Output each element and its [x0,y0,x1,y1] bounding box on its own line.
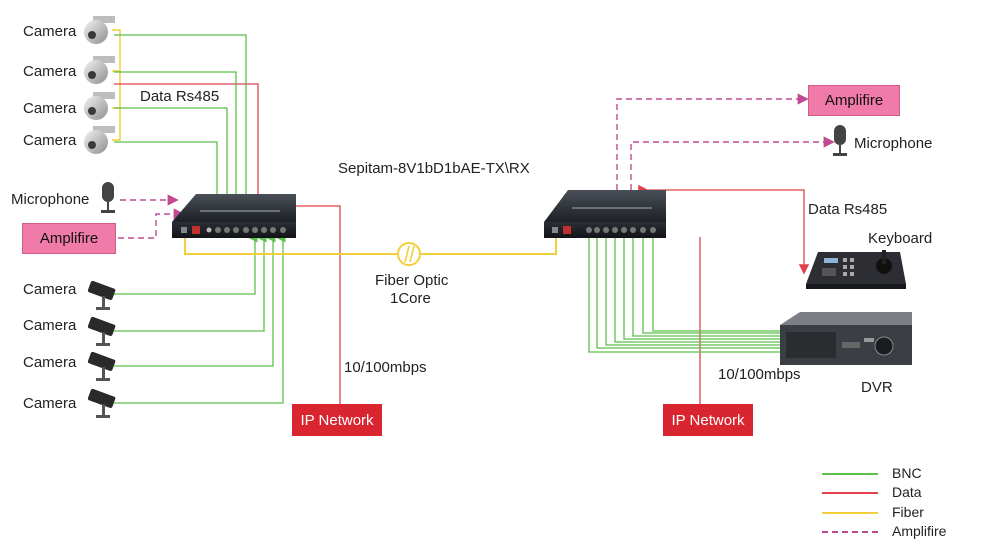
dome-camera-icon [84,16,115,44]
legend-label: BNC [892,465,922,481]
left-data-rs485-lines [114,83,259,208]
fiber-link [184,232,557,255]
left-amplifier-box: Amplifire [22,223,116,254]
left-audio-lines [118,194,185,239]
keyboard-label: Keyboard [868,230,933,247]
legend-item-amplifier: Amplifire [822,523,992,541]
microphone-icon [833,125,847,156]
dome-camera-label: Camera [23,100,77,117]
bullet-camera-icon [87,388,116,418]
left-ip-network-box: IP Network [292,404,382,436]
bullet-camera-label: Camera [23,354,77,371]
dome-camera-label: Camera [23,23,77,40]
dome-camera-icon [84,56,115,84]
bullet-camera-icon [87,280,116,310]
right-speed-label: 10/100mbps [718,366,801,383]
bullet-camera-icon [87,316,116,346]
left-fiber-camera-bus [112,29,121,141]
dome-camera-label: Camera [23,63,77,80]
left-data-rs485-label: Data Rs485 [140,88,220,105]
dome-camera-label: Camera [23,132,77,149]
legend-item-fiber: Fiber [822,504,992,522]
legend-label: Amplifire [892,523,947,539]
dome-camera-icon [84,92,115,120]
left-ethernet-line [292,205,341,404]
diagram-title: Sepitam-8V1bD1bAE-TX\RX [338,160,530,177]
right-ip-network-box: IP Network [663,404,753,436]
left-microphone-label: Microphone [11,191,90,208]
ptz-keyboard-icon [806,250,906,289]
bullet-camera-icon [87,351,116,381]
left-bullet-bnc-lines [114,233,286,404]
fiber-coil-icon [397,242,421,266]
dvr-icon [780,312,912,365]
right-data-rs485-label: Data Rs485 [808,201,888,218]
bullet-camera-label: Camera [23,395,77,412]
right-transceiver-box [544,190,666,238]
legend-item-data: Data [822,484,992,502]
fiber-label-line1: Fiber Optic [375,272,449,289]
legend-swatch [822,492,878,494]
right-audio-lines [616,93,835,190]
right-amplifier-box: Amplifire [808,85,900,116]
right-dvr-bnc-lines [588,238,842,353]
legend-swatch [822,531,878,533]
legend-label: Fiber [892,504,924,520]
fiber-label-line2: 1Core [390,290,431,307]
legend-item-bnc: BNC [822,465,992,483]
right-microphone-label: Microphone [854,135,933,152]
bullet-camera-label: Camera [23,317,77,334]
dvr-label: DVR [861,379,893,396]
dome-camera-icon [84,126,115,154]
left-transceiver-box [172,194,296,238]
legend-label: Data [892,484,922,500]
left-speed-label: 10/100mbps [344,359,427,376]
right-data-rs485-line [638,184,810,275]
microphone-icon [101,182,115,213]
legend-swatch [822,473,878,475]
legend-swatch [822,512,878,514]
bullet-camera-label: Camera [23,281,77,298]
